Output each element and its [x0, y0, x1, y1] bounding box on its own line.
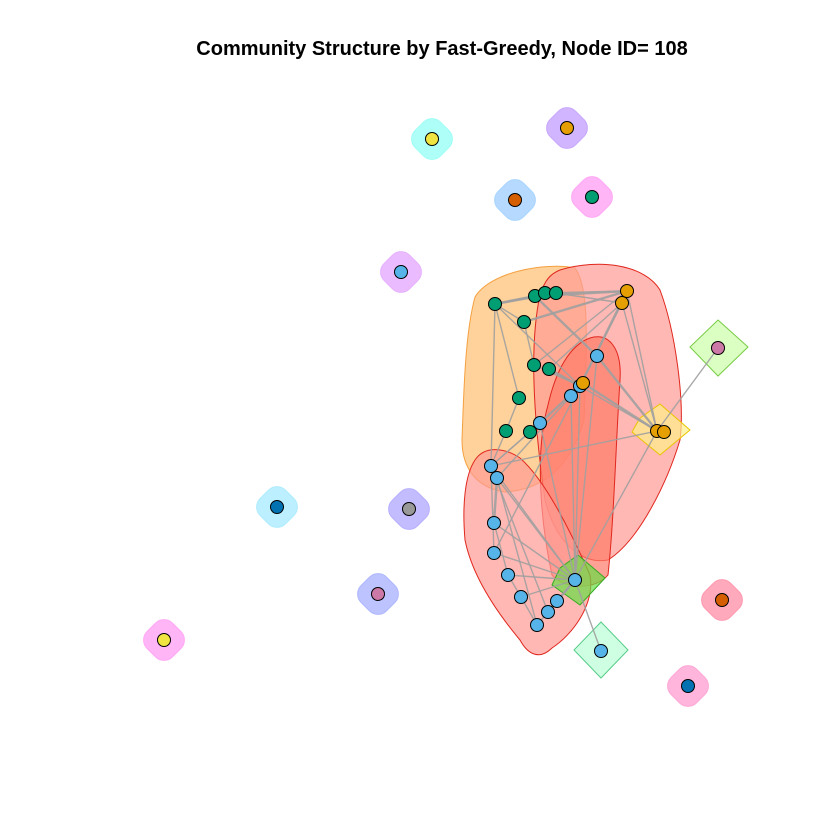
- edge-b3-o4: [490, 430, 658, 467]
- edge-o1-o4: [626, 290, 658, 432]
- edge-g4-o2: [555, 292, 623, 304]
- node-g6: [527, 358, 541, 372]
- isolate-node-iso3: [508, 193, 522, 207]
- edge-b2-b6: [574, 355, 598, 581]
- node-g4: [549, 286, 563, 300]
- community-hulls: [461, 263, 749, 679]
- edge-b8-b6: [493, 522, 576, 581]
- edge-b2-o4: [596, 355, 658, 432]
- node-m1: [594, 644, 608, 658]
- edge-g5-o1: [523, 289, 628, 324]
- edge-g7-o2: [548, 302, 623, 370]
- edge-o4-p1: [656, 347, 719, 432]
- node-g10: [523, 425, 537, 439]
- node-b9: [501, 568, 515, 582]
- edge-b1-b6: [574, 385, 581, 581]
- node-g7: [542, 362, 556, 376]
- node-b2: [590, 349, 604, 363]
- isolate-node-iso1: [425, 132, 439, 146]
- node-b13: [530, 618, 544, 632]
- plot-title: Community Structure by Fast-Greedy, Node…: [196, 38, 688, 60]
- isolate-node-iso8: [371, 587, 385, 601]
- node-g5: [517, 315, 531, 329]
- edge-o4-b6: [574, 430, 658, 581]
- edge-b4-b1: [496, 385, 581, 479]
- edge-b5-b1: [493, 385, 581, 554]
- isolate-node-iso6: [270, 500, 284, 514]
- node-b14: [533, 416, 547, 430]
- edge-b5-b6: [493, 552, 576, 581]
- node-b7: [564, 389, 578, 403]
- isolate-node-iso9: [157, 633, 171, 647]
- node-b5: [487, 546, 501, 560]
- edge-o2-o4: [621, 302, 658, 432]
- edge-b10-b6: [520, 579, 576, 598]
- node-g1: [488, 297, 502, 311]
- node-b8: [487, 516, 501, 530]
- edge-b4-b13: [496, 477, 538, 626]
- node-b12: [550, 594, 564, 608]
- edge-b3-b11: [490, 465, 549, 613]
- edge-g5-g6: [523, 321, 535, 366]
- edge-b4-b6: [496, 477, 576, 581]
- edge-g6-o1: [533, 290, 628, 366]
- edge-b7-b6: [570, 395, 576, 581]
- isolate-node-iso10: [715, 593, 729, 607]
- edge-b8-b9: [493, 522, 509, 576]
- isolate-node-iso5: [394, 265, 408, 279]
- isolate-node-iso11: [681, 679, 695, 693]
- isolate-node-iso2: [560, 121, 574, 135]
- edge-g1-g8: [494, 303, 520, 399]
- edge-b6-m1: [574, 579, 602, 652]
- isolate-node-iso4: [585, 190, 599, 204]
- node-p1: [711, 341, 725, 355]
- edge-b14-b6: [539, 422, 576, 581]
- edge-g2-b2: [534, 295, 598, 357]
- node-b10: [514, 590, 528, 604]
- edge-o3-o4: [582, 381, 658, 433]
- node-b6: [568, 573, 582, 587]
- node-b11: [541, 605, 555, 619]
- node-o1: [620, 284, 634, 298]
- node-o3: [576, 376, 590, 390]
- edge-g1-b1: [494, 303, 581, 387]
- edge-g1-b3: [490, 303, 496, 467]
- node-g9: [499, 424, 513, 438]
- edge-b4-b8: [492, 477, 499, 524]
- isolate-node-iso7: [402, 502, 416, 516]
- edge-b9-b6: [507, 574, 576, 581]
- node-g8: [512, 391, 526, 405]
- nodes: [157, 121, 729, 693]
- node-o2: [615, 296, 629, 310]
- node-b3: [484, 459, 498, 473]
- node-b4: [490, 471, 504, 485]
- node-o5: [657, 425, 671, 439]
